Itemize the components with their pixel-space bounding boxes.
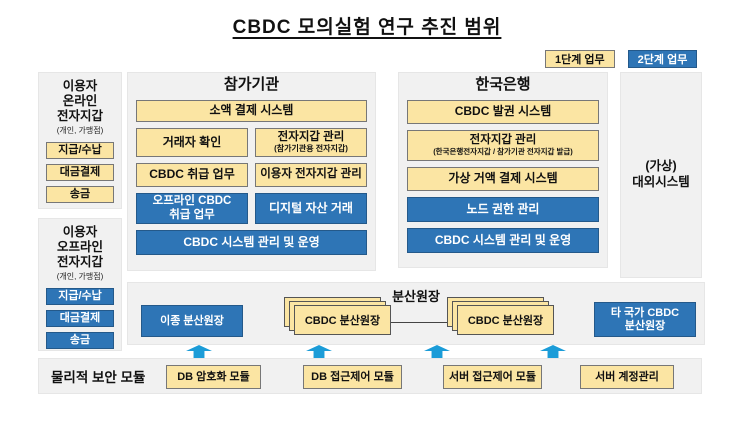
online-wallet-panel: 이용자 온라인 전자지갑 (개인, 가맹점) 지급/수납 대금결제 송금 (38, 72, 122, 209)
wallet-management-sublabel: (참가기관용 전자지갑) (274, 144, 348, 153)
cbdc-handling-box: CBDC 취급 업무 (136, 163, 248, 187)
node-authority-management-box: 노드 권한 관리 (407, 197, 599, 222)
cbdc-issuing-system-box: CBDC 발권 시스템 (407, 100, 599, 124)
bok-wallet-management-sublabel: (한국은행전자지갑 / 참가기관 전자지갑 발급) (433, 147, 573, 157)
trader-verification-box: 거래자 확인 (136, 128, 248, 157)
ledger-panel: 분산원장 이종 분산원장 CBDC 분산원장 CBDC 분산원장 타 국가 CB… (127, 282, 705, 345)
bok-wallet-management-label: 전자지갑 관리 (469, 134, 537, 147)
offline-wallet-item-pay-receive: 지급/수납 (46, 288, 114, 305)
external-system-label: (가상) 대외시스템 (632, 159, 690, 189)
cbdc-ledger-1-box: CBDC 분산원장 (294, 305, 391, 335)
offline-wallet-item-remittance: 송금 (46, 332, 114, 349)
bok-system-ops-box: CBDC 시스템 관리 및 운영 (407, 228, 599, 253)
participants-title: 참가기관 (223, 76, 280, 93)
offline-wallet-panel: 이용자 오프라인 전자지갑 (개인, 가맹점) 지급/수납 대금결제 송금 (38, 218, 122, 351)
ledger-title: 분산원장 (392, 289, 440, 304)
offline-wallet-title: 이용자 오프라인 전자지갑 (56, 225, 103, 269)
online-wallet-item-remittance: 송금 (46, 186, 114, 203)
offline-wallet-item-settlement: 대금결제 (46, 310, 114, 327)
ledger-connector-line (386, 322, 454, 323)
virtual-wholesale-settlement-box: 가상 거액 결제 시스템 (407, 167, 599, 191)
up-arrow-icon-1 (186, 345, 212, 358)
up-arrow-icon-4 (540, 345, 566, 358)
online-wallet-subtitle: (개인, 가맹점) (56, 126, 104, 135)
participants-panel: 참가기관 소액 결제 시스템 거래자 확인 전자지갑 관리 (참가기관용 전자지… (127, 72, 376, 271)
offline-cbdc-handling-box: 오프라인 CBDC 취급 업무 (136, 193, 248, 224)
bok-panel: 한국은행 CBDC 발권 시스템 전자지갑 관리 (한국은행전자지갑 / 참가기… (398, 72, 608, 268)
server-access-control-module-box: 서버 접근제어 모듈 (443, 365, 542, 389)
wallet-management-box: 전자지갑 관리 (참가기관용 전자지갑) (255, 128, 367, 157)
offline-wallet-subtitle: (개인, 가맹점) (56, 272, 104, 281)
offline-wallet-items: 지급/수납 대금결제 송금 (46, 288, 114, 349)
up-arrow-icon-2 (306, 345, 332, 358)
online-wallet-item-pay-receive: 지급/수납 (46, 142, 114, 159)
server-account-management-box: 서버 계정관리 (580, 365, 674, 389)
page-title-text: CBDC 모의실험 연구 추진 범위 (232, 17, 502, 38)
bok-wallet-management-box: 전자지갑 관리 (한국은행전자지갑 / 참가기관 전자지갑 발급) (407, 130, 599, 161)
external-system-panel: (가상) 대외시스템 (620, 72, 702, 278)
online-wallet-item-settlement: 대금결제 (46, 164, 114, 181)
db-access-control-module-box: DB 접근제어 모듈 (303, 365, 402, 389)
wallet-management-label: 전자지갑 관리 (277, 131, 345, 144)
security-panel-label: 물리적 보안 모듈 (51, 370, 146, 385)
security-panel: 물리적 보안 모듈 DB 암호화 모듈 DB 접근제어 모듈 서버 접근제어 모… (38, 358, 702, 394)
db-encryption-module-box: DB 암호화 모듈 (166, 365, 261, 389)
legend: 1단계 업무 2단계 업무 (545, 50, 698, 68)
bok-title: 한국은행 (475, 76, 531, 93)
cbdc-ledger-stack-2: CBDC 분산원장 (447, 297, 555, 339)
hetero-ledger-box: 이종 분산원장 (141, 305, 243, 337)
small-payment-system-box: 소액 결제 시스템 (136, 100, 367, 122)
online-wallet-items: 지급/수납 대금결제 송금 (46, 142, 114, 203)
legend-phase1-badge: 1단계 업무 (545, 50, 615, 68)
up-arrow-icon-3 (424, 345, 450, 358)
online-wallet-title: 이용자 온라인 전자지갑 (56, 79, 103, 123)
cbdc-ledger-2-box: CBDC 분산원장 (457, 305, 554, 335)
page-title: CBDC 모의실험 연구 추진 범위 (0, 12, 734, 39)
cbdc-ledger-stack-1: CBDC 분산원장 (284, 297, 392, 339)
digital-asset-trading-box: 디지털 자산 거래 (255, 193, 367, 224)
participants-system-ops-box: CBDC 시스템 관리 및 운영 (136, 230, 367, 255)
foreign-cbdc-ledger-box: 타 국가 CBDC 분산원장 (594, 302, 696, 337)
legend-phase2-badge: 2단계 업무 (627, 50, 698, 68)
user-wallet-management-box: 이용자 전자지갑 관리 (255, 163, 367, 187)
